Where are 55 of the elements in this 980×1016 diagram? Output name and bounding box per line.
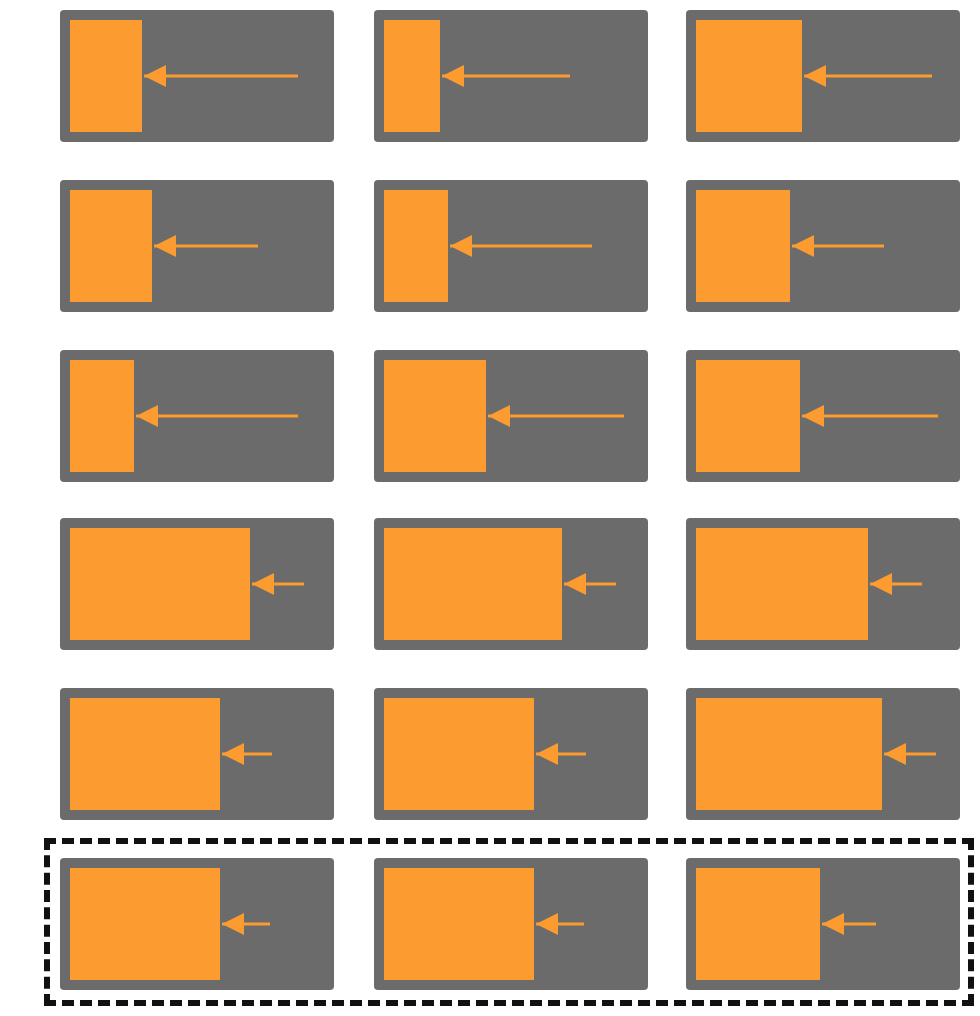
arrow — [488, 404, 624, 428]
arrow — [252, 572, 304, 596]
arrow — [792, 234, 884, 258]
arrow — [536, 742, 586, 766]
bar — [384, 528, 562, 640]
arrow — [536, 912, 584, 936]
panel — [374, 518, 648, 650]
panel — [374, 858, 648, 990]
panel — [60, 10, 334, 142]
arrow — [442, 64, 570, 88]
bar — [384, 360, 486, 472]
bar — [70, 360, 134, 472]
arrow — [222, 742, 272, 766]
panel — [60, 688, 334, 820]
panel — [60, 858, 334, 990]
panel — [686, 688, 960, 820]
bar — [70, 528, 250, 640]
arrow — [884, 742, 936, 766]
arrow — [222, 912, 270, 936]
panel — [686, 518, 960, 650]
bar — [696, 528, 868, 640]
arrow — [136, 404, 298, 428]
bar — [696, 190, 790, 302]
panel — [374, 10, 648, 142]
panel — [686, 350, 960, 482]
bar — [384, 20, 440, 132]
bar — [70, 698, 220, 810]
panel — [374, 350, 648, 482]
panel — [686, 858, 960, 990]
arrow — [870, 572, 922, 596]
arrow — [822, 912, 876, 936]
bar — [696, 360, 800, 472]
arrow — [564, 572, 616, 596]
bar — [696, 868, 820, 980]
bar — [70, 190, 152, 302]
bar — [696, 20, 802, 132]
arrow — [154, 234, 258, 258]
panel — [60, 180, 334, 312]
dashed-frame — [44, 838, 974, 1006]
arrow — [450, 234, 592, 258]
panel — [374, 180, 648, 312]
bar — [70, 868, 220, 980]
panel — [686, 10, 960, 142]
bar — [384, 190, 448, 302]
bar — [384, 868, 534, 980]
panel — [374, 688, 648, 820]
bar — [384, 698, 534, 810]
panel — [60, 350, 334, 482]
panel — [60, 518, 334, 650]
arrow — [804, 64, 932, 88]
bar — [70, 20, 142, 132]
arrow — [802, 404, 938, 428]
arrow — [144, 64, 298, 88]
panel — [686, 180, 960, 312]
bar — [696, 698, 882, 810]
